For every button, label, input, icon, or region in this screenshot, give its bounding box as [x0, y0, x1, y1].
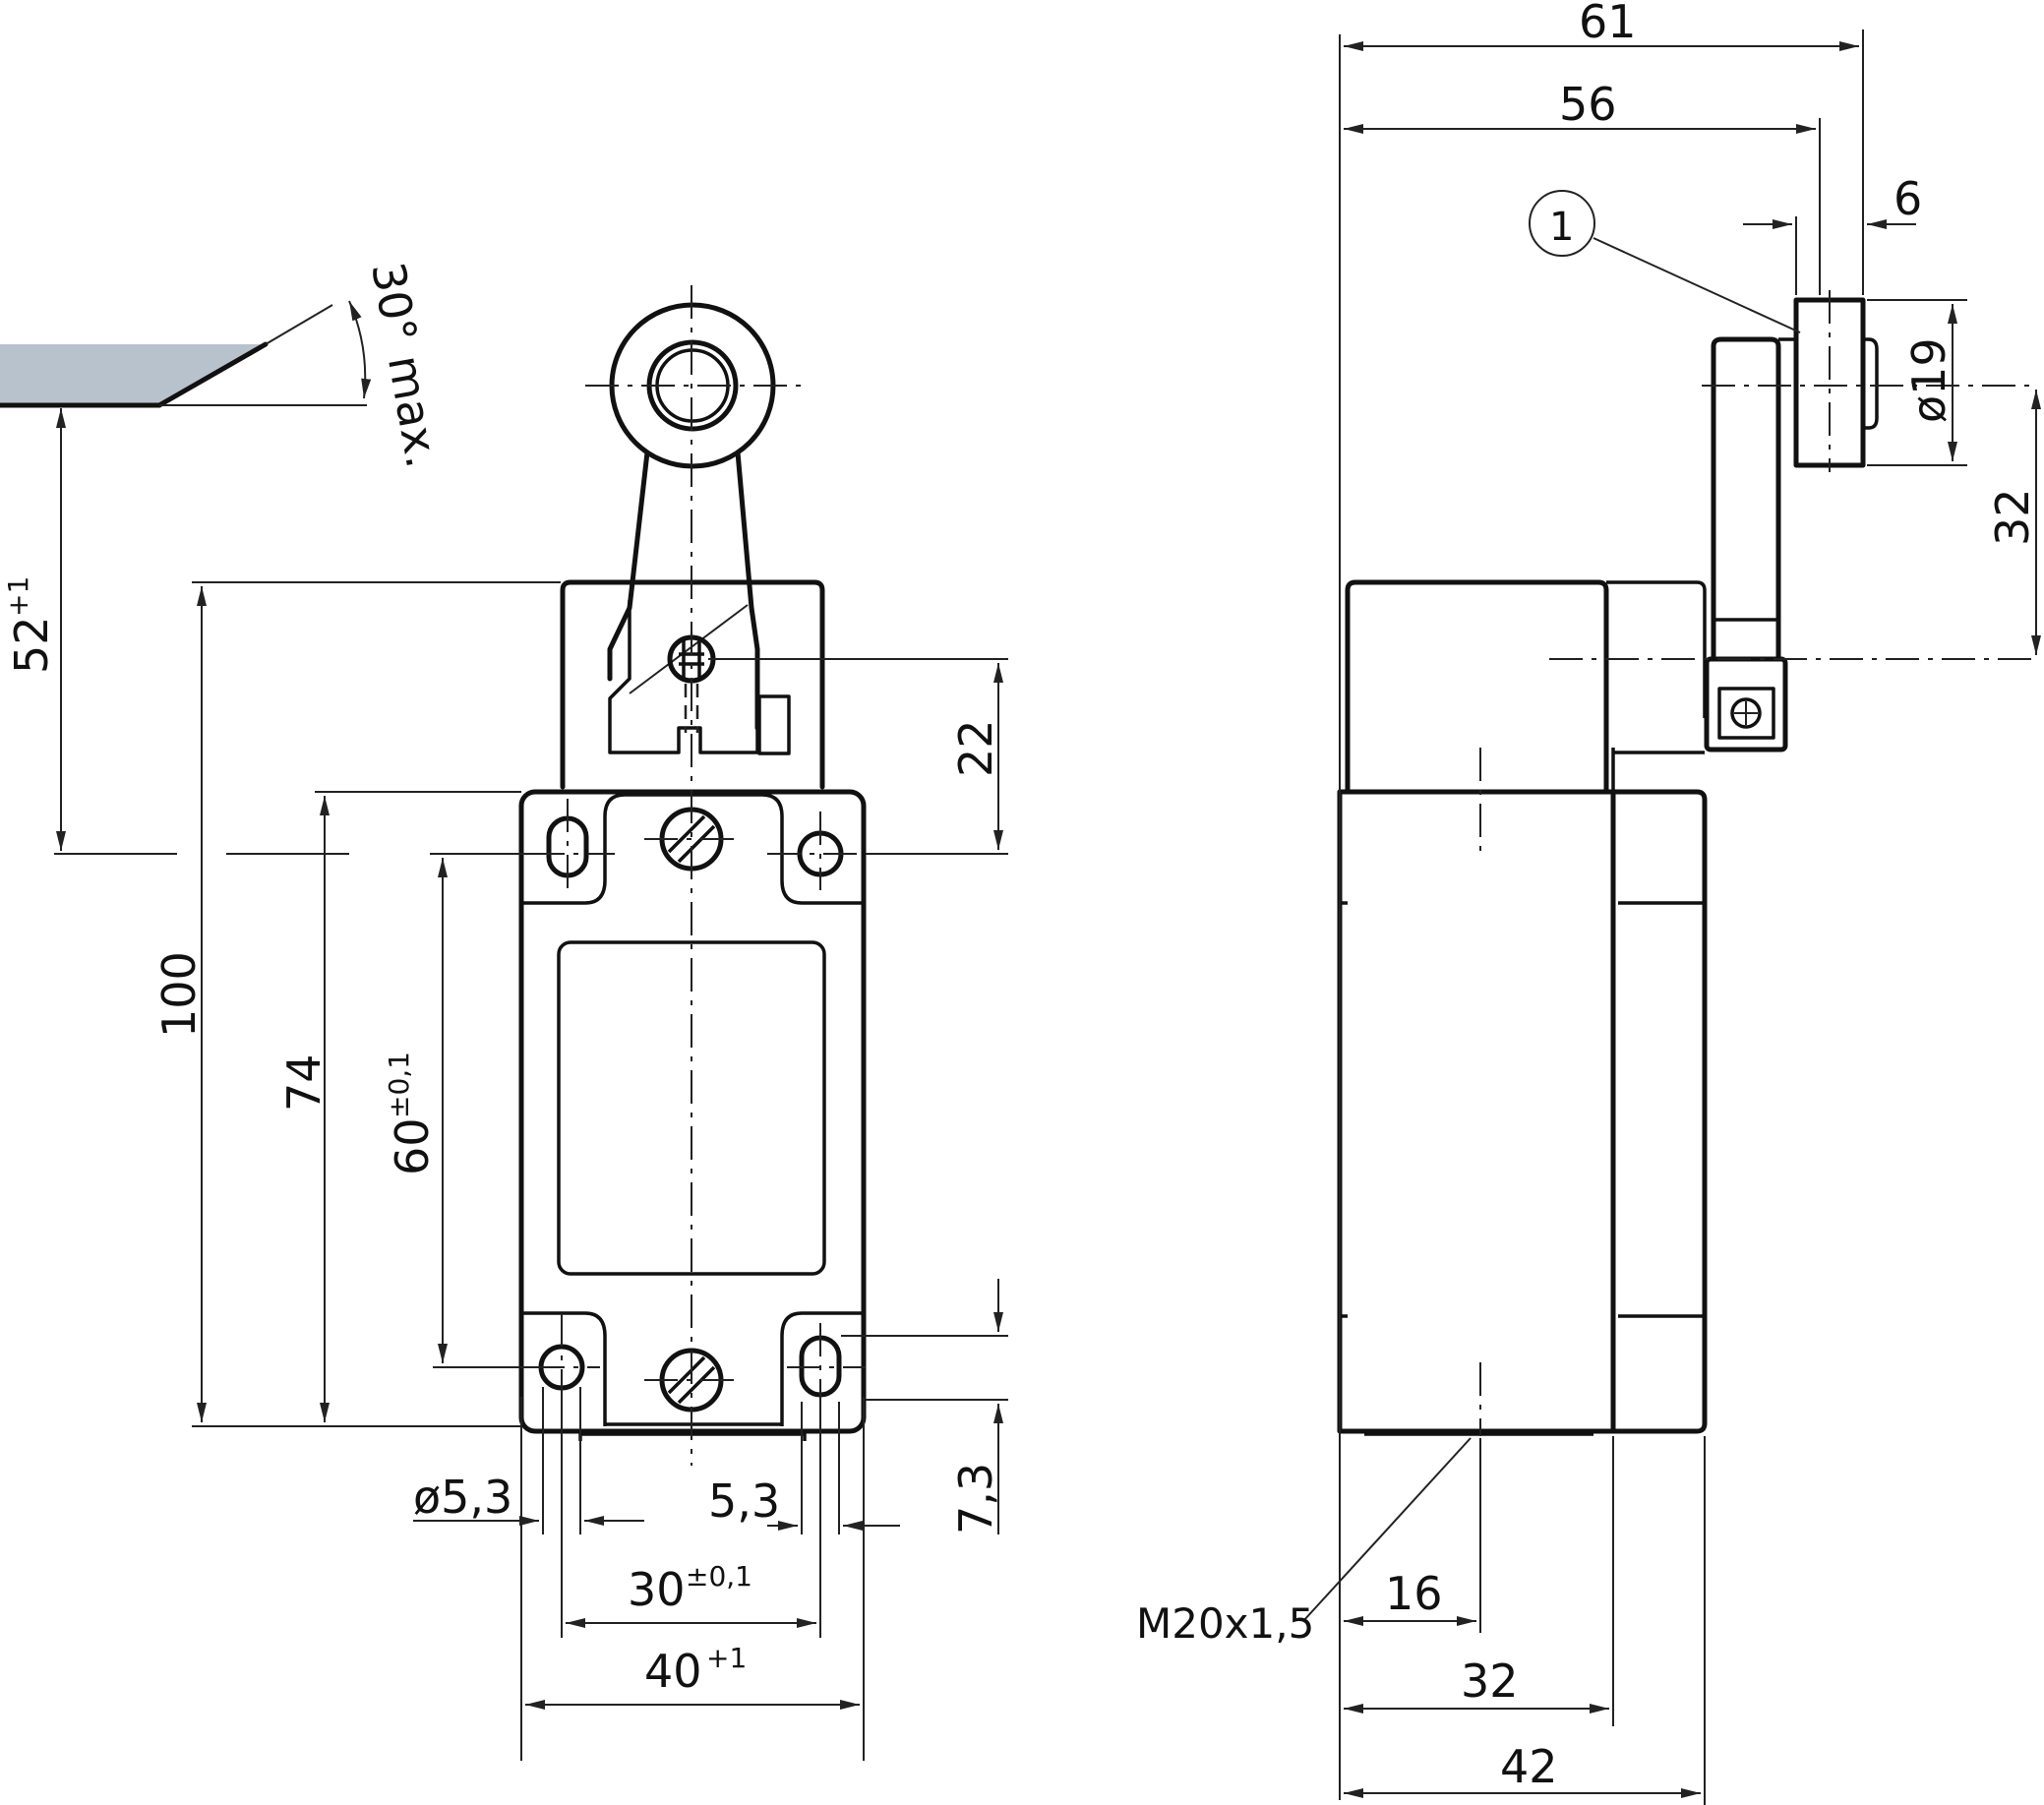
- overall-width-label: 61: [1579, 0, 1637, 48]
- label-window: [557, 940, 826, 1276]
- side-head-block: [1345, 579, 1609, 795]
- roller-offset-label: 32: [1986, 488, 2039, 546]
- body-width-label: 40: [644, 1645, 702, 1698]
- thread-label: M20x1,5: [1136, 1599, 1314, 1648]
- approach-angle-label: 30° max.: [361, 259, 450, 472]
- side-roller: [1793, 297, 1866, 468]
- actuation-height-label: 52: [5, 616, 58, 674]
- slot-width-label: 5,3: [708, 1474, 780, 1528]
- side-view: 61 56 6 1 ø19 32 M20x1,5 16 32 42: [1136, 0, 2041, 1805]
- total-depth-label: 42: [1500, 1740, 1558, 1793]
- side-lever-arm: [1711, 336, 1781, 660]
- body-width-tol: +1: [706, 1642, 747, 1674]
- hole-diameter-label: ø5,3: [413, 1471, 512, 1524]
- hole-spacing-h-label: 30: [628, 1563, 686, 1616]
- approach-surface: [0, 344, 266, 405]
- conduit-offset-label: 16: [1385, 1567, 1443, 1620]
- roller-width-label: 6: [1894, 172, 1922, 225]
- actuation-height-tol: +1: [2, 576, 34, 617]
- switch-body: [518, 789, 867, 1434]
- hole-spacing-v-label: 60: [386, 1117, 439, 1175]
- body-height-label: 100: [152, 951, 206, 1038]
- mount-height-label: 74: [277, 1053, 331, 1112]
- approach-surface-detail: 30° max. 52 +1: [0, 259, 450, 855]
- hole-spacing-h-tol: ±0,1: [686, 1560, 752, 1593]
- hole-spacing-v-tol: ±0,1: [383, 1052, 415, 1118]
- roller-diameter-label: ø19: [1902, 337, 1955, 423]
- callout-circle: [1529, 190, 1595, 257]
- side-body: [1337, 789, 1616, 1434]
- hole-offset-bottom-label: 7,3: [949, 1463, 1002, 1534]
- lever-arm: [607, 450, 760, 731]
- body-depth-label: 32: [1461, 1655, 1519, 1708]
- front-view: 100 74 60 ±0,1 22 7,3 ø5,3: [152, 285, 1008, 1761]
- lever-length-label: 56: [1559, 78, 1617, 131]
- callout-number: 1: [1549, 205, 1574, 250]
- head-offset-label: 22: [949, 719, 1002, 777]
